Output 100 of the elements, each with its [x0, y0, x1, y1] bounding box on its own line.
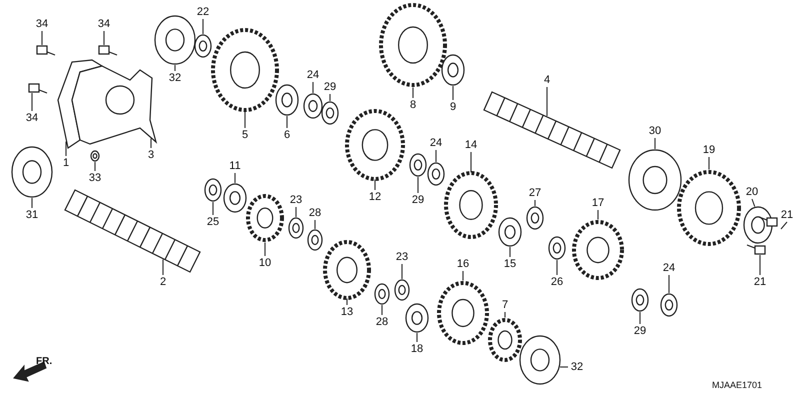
callout-number: 23: [394, 251, 410, 263]
callout-number: 4: [542, 74, 552, 86]
callout-number: 29: [410, 194, 426, 206]
gear-drawing: [437, 281, 489, 345]
washer-drawing: [394, 279, 410, 301]
leader-line: [534, 200, 536, 206]
diagram-code: MJAAE1701: [712, 380, 762, 390]
washer-drawing: [660, 293, 678, 317]
bolt-drawing: [98, 45, 118, 56]
circlip-drawing: [631, 288, 649, 312]
callout-number: 16: [456, 258, 470, 270]
callout-number: 17: [590, 197, 606, 209]
callout-number: 9: [448, 101, 458, 113]
gear-drawing: [211, 28, 279, 112]
gear-drawing: [444, 171, 498, 239]
callout-number: 29: [322, 81, 338, 93]
callout-number: 3: [146, 149, 156, 161]
gear-drawing: [345, 109, 405, 181]
leader-line: [312, 82, 314, 94]
leader-line: [452, 86, 454, 100]
circlip-drawing: [307, 229, 323, 251]
direction-label: FR.: [36, 356, 52, 367]
shaft-drawing: [64, 189, 201, 273]
washer-drawing: [288, 217, 304, 239]
gear-drawing: [379, 3, 447, 87]
callout-number: 20: [744, 186, 760, 198]
callout-number: 6: [282, 129, 292, 141]
callout-number: 8: [408, 99, 418, 111]
callout-number: 14: [464, 139, 478, 151]
washer-drawing: [90, 150, 100, 162]
leader-line: [162, 259, 164, 276]
leader-line: [556, 260, 558, 276]
leader-line: [314, 220, 316, 230]
callout-number: 24: [306, 69, 320, 81]
bolt-drawing: [28, 83, 48, 94]
leader-line: [462, 270, 464, 281]
leader-line: [412, 87, 414, 98]
callout-number: 32: [168, 72, 182, 84]
circlip-drawing: [409, 153, 427, 177]
bearing-drawing: [154, 15, 196, 65]
callout-number: 34: [24, 112, 40, 124]
bolt-drawing: [746, 244, 766, 255]
leader-line: [234, 172, 236, 184]
washer-drawing: [548, 236, 566, 260]
leader-line: [202, 18, 204, 34]
circlip-drawing: [374, 283, 390, 305]
bracket-drawing: [57, 59, 104, 149]
bearing-drawing: [498, 217, 522, 247]
callout-number: 32: [570, 361, 584, 373]
leader-line: [150, 138, 152, 148]
leader-line: [174, 64, 176, 72]
bolt-drawing: [758, 216, 778, 227]
leader-line: [264, 242, 266, 256]
callout-number: 31: [24, 209, 40, 221]
callout-number: 7: [500, 299, 510, 311]
washer-drawing: [526, 206, 544, 230]
bearing-drawing: [519, 335, 561, 385]
callout-number: 12: [368, 191, 382, 203]
leader-line: [374, 179, 376, 190]
callout-number: 24: [662, 262, 676, 274]
callout-number: 26: [550, 276, 564, 288]
callout-number: 5: [240, 129, 250, 141]
leader-line: [244, 112, 246, 128]
callout-number: 24: [428, 137, 444, 149]
callout-number: 10: [258, 257, 272, 269]
washer-drawing: [303, 93, 323, 119]
leader-line: [416, 332, 418, 342]
bearing-drawing: [275, 84, 299, 116]
callout-number: 28: [374, 316, 390, 328]
callout-number: 2: [158, 276, 168, 288]
leader-line: [470, 152, 472, 173]
leader-line: [504, 312, 506, 318]
callout-number: 33: [88, 172, 102, 184]
leader-line: [346, 298, 348, 306]
leader-line: [668, 274, 670, 294]
leader-line: [212, 202, 214, 216]
gear-drawing: [488, 318, 522, 362]
callout-number: 23: [288, 194, 304, 206]
callout-number: 29: [632, 325, 648, 337]
callout-number: 34: [34, 18, 50, 30]
callout-number: 21: [780, 209, 794, 221]
collar-drawing: [441, 54, 465, 86]
callout-number: 22: [196, 6, 210, 18]
bolt-drawing: [36, 45, 56, 56]
leader-line: [546, 86, 548, 116]
callout-number: 28: [308, 207, 322, 219]
bearing-drawing: [628, 149, 682, 211]
callout-number: 15: [502, 258, 518, 270]
callout-number: 30: [648, 125, 662, 137]
bearing-drawing: [223, 183, 247, 213]
shaft-drawing: [483, 91, 621, 169]
callout-number: 11: [228, 160, 242, 172]
gear-drawing: [677, 170, 741, 246]
gear-drawing: [246, 194, 284, 242]
callout-number: 13: [340, 306, 354, 318]
leader-line: [94, 162, 96, 172]
leader-line: [780, 222, 788, 230]
callout-number: 18: [410, 343, 424, 355]
bearing-drawing: [405, 303, 429, 333]
callout-number: 1: [62, 157, 70, 169]
